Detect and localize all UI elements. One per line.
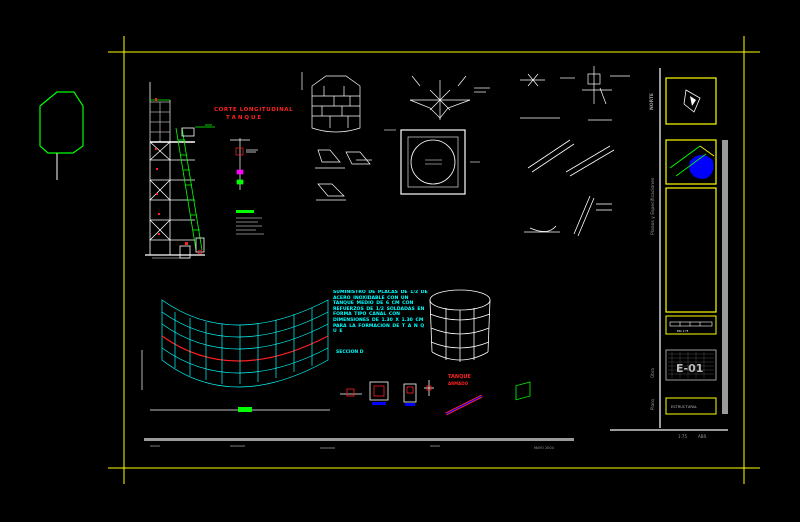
tank-symbol-icon: [39, 91, 84, 180]
tank-elevation-detail: [301, 72, 361, 133]
location-map-icon: [669, 145, 715, 179]
project-label: Planos y Especificaciones: [650, 177, 656, 235]
section-red-markers: [155, 98, 188, 245]
tanque-label: TANQUE: [448, 374, 471, 380]
scale-value: 1:75: [678, 434, 687, 439]
bracket-details: [315, 149, 372, 201]
cylindrical-tank-drawing: [429, 289, 491, 362]
tank-plan-view: [384, 129, 480, 195]
section-title: CORTE LONGITUDINAL: [214, 107, 293, 113]
armado-label: ARMADO: [448, 381, 469, 386]
diagonal-brace-details: [524, 139, 615, 237]
valve-detail: [230, 138, 258, 190]
sheet-word: ABR.: [698, 434, 707, 439]
small-fitting-details: [340, 380, 531, 416]
curved-brick-wall: [141, 299, 330, 412]
obra-label: Obra: [650, 368, 655, 378]
longitudinal-section-drawing: [145, 82, 215, 259]
specification-note: SUMINISTRO DE PLACAS DE 1/2 DE ACERO INO…: [333, 290, 428, 334]
material-legend: [236, 210, 264, 235]
base-plate-detail: [409, 75, 490, 120]
scale-bar: [669, 321, 713, 327]
scale-label: ESC 1:75: [677, 329, 689, 333]
sheet-code: E-01: [676, 362, 703, 375]
connection-details: [520, 66, 630, 121]
title-block: [610, 68, 728, 431]
north-arrow-icon: [683, 89, 701, 113]
north-label: NORTE: [649, 93, 655, 110]
section-subtitle: T A N Q U E: [226, 115, 261, 121]
sheet-code-box: [668, 352, 714, 378]
seccion-label: SECCION D: [336, 349, 364, 355]
ground-line: [144, 438, 574, 449]
plano-value: ESTRUCTURAL: [671, 405, 697, 409]
sheet-frame: [108, 36, 760, 484]
plano-label: Plano: [650, 398, 655, 410]
date-label: MAYO 2004: [534, 446, 555, 450]
